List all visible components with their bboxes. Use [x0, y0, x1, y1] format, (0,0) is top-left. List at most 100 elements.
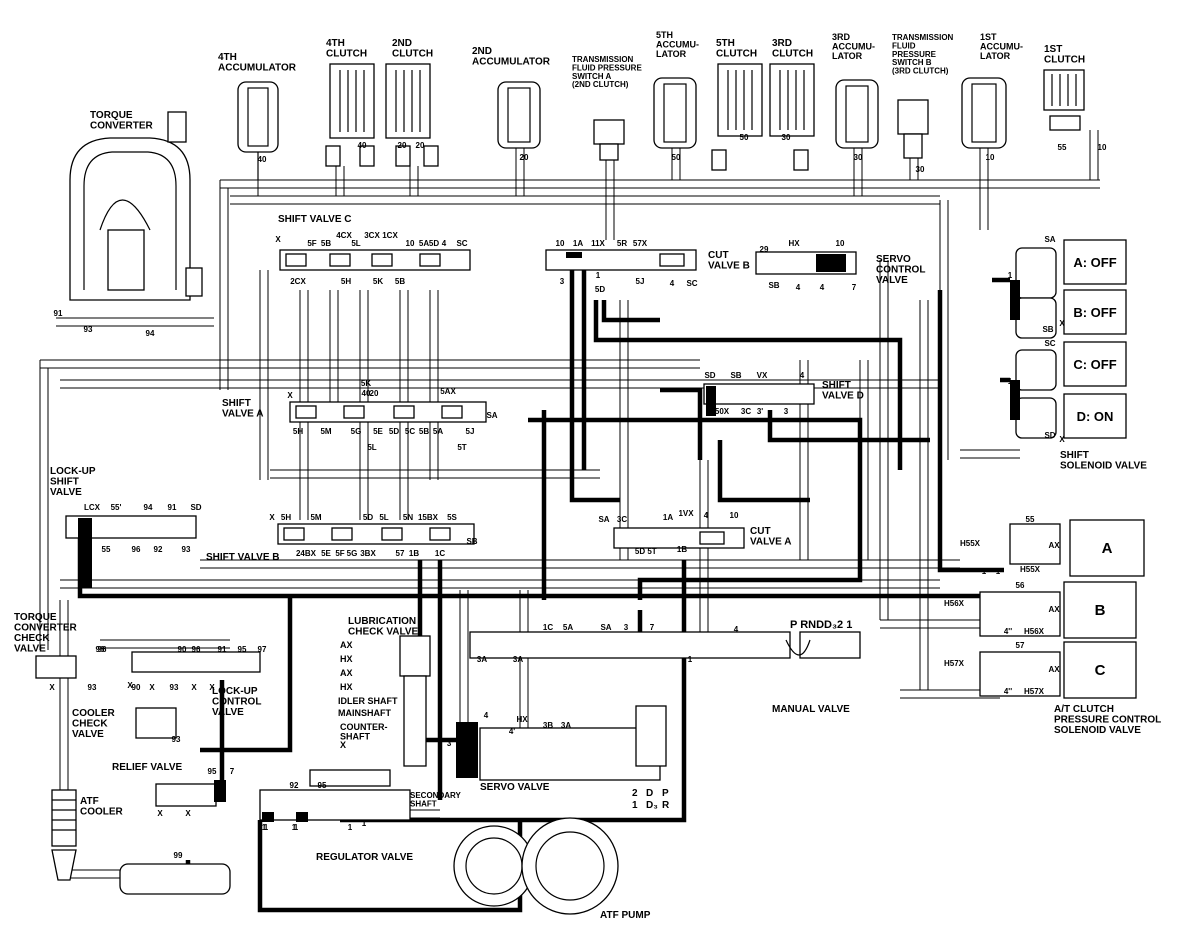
port-cut_valve_b-11: 29	[760, 245, 769, 254]
port-cut_valve_b-1: 1A	[573, 239, 583, 248]
port-shift_valve_b-1: 5H	[281, 513, 291, 522]
port-linear-12: H57X	[944, 659, 965, 668]
port-shift_valve_c-3: 4CX	[336, 231, 352, 240]
lube-label-3: HX	[340, 682, 353, 692]
port-shift_valve_b-0: X	[269, 513, 275, 522]
port-lockup-1: 55'	[111, 503, 122, 512]
port-linear-7: H56X	[944, 599, 965, 608]
port-relief-0: 95	[208, 767, 217, 776]
lever-position-0: 2	[632, 788, 638, 799]
2nd-clutch	[385, 63, 439, 167]
port-tc-5: X	[49, 683, 55, 692]
port-cut_valve_b-4: 57X	[633, 239, 648, 248]
port-lockup_ctrl-11: 93	[172, 735, 181, 744]
port-tc-1: 93	[84, 325, 93, 334]
port-line_numbers-5: 50	[672, 153, 681, 162]
port-pump-2: 1	[294, 823, 299, 832]
port-solenoid_side-5: 1	[1008, 377, 1013, 386]
port-line_numbers-1: 40	[358, 141, 367, 150]
port-solenoid_side-2: SC	[1044, 339, 1055, 348]
port-shift_valve_b-13: 3BX	[360, 549, 376, 558]
label-atf-pump: ATF PUMP	[600, 910, 651, 921]
port-relief-1: 7	[230, 767, 235, 776]
5th-accumulator	[653, 77, 697, 149]
port-linear-0: 55	[1026, 515, 1035, 524]
lever-position-4: P	[662, 788, 669, 799]
port-solenoid_side-4: 1	[1008, 271, 1013, 280]
port-servo-1: 4'	[509, 727, 515, 736]
port-linear-8: AX	[1048, 605, 1060, 614]
port-line_numbers-12: 10	[1098, 143, 1107, 152]
atf-pump-body	[453, 817, 619, 915]
port-shift_valve_b-7: 5S	[447, 513, 457, 522]
cooler-check-valve-body	[135, 707, 177, 739]
port-linear-1: H55X	[960, 539, 981, 548]
lube-label-6: COUNTER-SHAFT	[340, 722, 388, 741]
port-relief-6: 95	[318, 781, 327, 790]
port-relief-9: 1	[348, 823, 353, 832]
linear-solenoid-a-label: A	[1102, 540, 1113, 557]
shift-valve-c-body	[279, 249, 471, 271]
port-shift_valve_a-5: SA	[486, 411, 497, 420]
lever-position-2: D	[646, 788, 653, 799]
lube-label-0: AX	[340, 640, 353, 650]
linear-solenoid-c: C	[1063, 641, 1137, 699]
port-relief-4: 92	[290, 781, 299, 790]
port-shift_valve_c-14: 5K	[373, 277, 383, 286]
solenoid-a-box: A: OFF	[1063, 239, 1127, 285]
port-tc-4: 93	[88, 683, 97, 692]
port-shift_valve_c-12: 2CX	[290, 277, 306, 286]
port-cut_valve_b-8: 5J	[636, 277, 645, 286]
port-cut_valve_a-5: 10	[730, 511, 739, 520]
port-linear-3: 1	[996, 567, 1001, 576]
label-manual-positions: P RNDD₃2 1	[790, 619, 852, 631]
port-cut_valve_a-8: 1B	[677, 545, 687, 554]
port-shift_valve_d-3: 4	[800, 371, 805, 380]
port-cut_valve_b-13: 10	[836, 239, 845, 248]
port-lockup-9: 93	[182, 545, 191, 554]
regulator-valve-body	[259, 769, 411, 822]
port-cut_valve_b-9: 4	[670, 279, 675, 288]
port-shift_valve_c-0: X	[275, 235, 281, 244]
port-shift_valve_b-6: 15BX	[418, 513, 439, 522]
port-cut_valve_b-0: 10	[556, 239, 565, 248]
port-lockup_ctrl-10: X	[209, 683, 215, 692]
port-linear-6: 56	[1016, 581, 1025, 590]
relief-valve-body	[155, 780, 226, 807]
port-cut_valve_b-15: 4	[796, 283, 801, 292]
port-lockup_ctrl-4: 95	[238, 645, 247, 654]
port-shift_valve_c-10: 4	[442, 239, 447, 248]
port-relief-8: 1	[292, 823, 297, 832]
lube-label-7: X	[340, 740, 346, 750]
lever-position-3: D₃	[646, 800, 658, 811]
solenoid-a-label: A: OFF	[1073, 255, 1116, 270]
port-cut_valve_b-17: 7	[852, 283, 857, 292]
lockup-control-valve-body	[131, 651, 261, 673]
port-shift_valve_a-2: 40	[362, 389, 371, 398]
port-shift_valve_c-15: 5B	[395, 277, 405, 286]
port-cut_valve_a-1: 3C	[617, 515, 627, 524]
port-tc-2: 94	[146, 329, 155, 338]
port-line_numbers-0: 40	[258, 155, 267, 164]
port-cut_valve_b-12: HX	[788, 239, 800, 248]
pressure-switch-b	[897, 99, 929, 159]
3rd-accumulator	[835, 79, 879, 149]
lubrication-check-valve-body	[399, 635, 431, 767]
port-shift_valve_b-9: 24BX	[296, 549, 317, 558]
lube-label-4: IDLER SHAFT	[338, 696, 398, 706]
shift-solenoid-bodies	[1010, 247, 1057, 439]
